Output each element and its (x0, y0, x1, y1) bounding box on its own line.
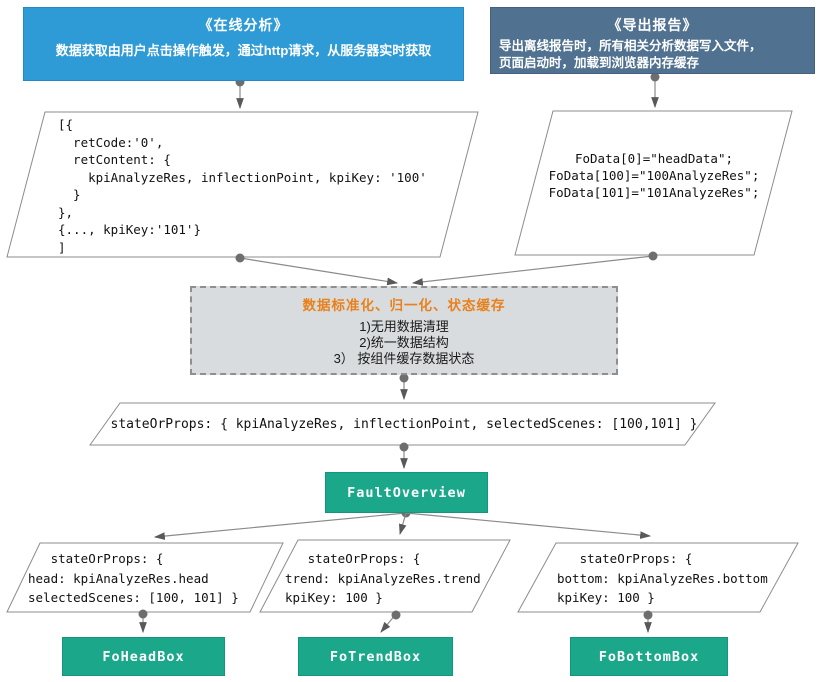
export-report-title: 《导出报告》 (607, 17, 698, 33)
connector-dot (399, 373, 409, 383)
connector-dot (650, 72, 660, 82)
online-response-code: [{ retCode:'0', retContent: { kpiAnalyze… (58, 117, 427, 255)
fault-overview-box: FaultOverview (325, 472, 488, 513)
arrow-normalize-to-state (399, 373, 409, 401)
arrow-headprops-to-foheadbox (138, 609, 148, 634)
fo-head-box: FoHeadBox (62, 637, 225, 676)
trend-props-code: stateOrProps: { trend: kpiAnalyzeRes.tre… (285, 551, 481, 605)
connector-dot (391, 610, 401, 620)
export-data-code: FoData[0]="headData"; FoData[100]="100An… (548, 151, 760, 200)
export-report-header-box: 《导出报告》 导出离线报告时，所有相关分析数据写入文件， 页面启动时，加载到浏览… (490, 7, 815, 74)
arrow-response-to-normalize (235, 253, 399, 286)
connector-dot (643, 610, 653, 620)
normalize-process-title: 数据标准化、归一化、状态缓存 (302, 298, 506, 313)
arrow-exportdata-to-normalize (411, 251, 658, 286)
normalize-process-items: 1)无用数据清理 2)统一数据结构 3） 按组件缓存数据状态 (192, 319, 616, 367)
online-response-parallelogram (6, 111, 479, 258)
arrow-state-to-faultoverview (399, 442, 409, 470)
arrow-faultoverview-to-trendprops (399, 512, 407, 536)
arrow-faultoverview-to-bottomprops (405, 512, 652, 539)
normalize-item-1: 1)无用数据清理 (359, 319, 449, 334)
state-props-parallelogram (89, 402, 716, 446)
online-analysis-header-box: 《在线分析》 数据获取由用户点击操作触发，通过http请求，从服务器实时获取 (23, 7, 464, 81)
head-props-parallelogram (6, 542, 284, 613)
normalize-item-3: 3） 按组件缓存数据状态 (333, 351, 475, 366)
fo-bottom-box: FoBottomBox (570, 637, 728, 676)
connector-dot (235, 253, 245, 263)
export-report-description-line2: 页面启动时，加载到浏览器内存缓存 (499, 56, 700, 70)
online-analysis-title: 《在线分析》 (198, 17, 289, 33)
online-analysis-description: 数据获取由用户点击操作触发，通过http请求，从服务器实时获取 (55, 43, 432, 58)
arrow-export-to-data (650, 72, 660, 109)
head-props-code: stateOrProps: { head: kpiAnalyzeRes.head… (28, 551, 239, 605)
fo-trend-box: FoTrendBox (298, 637, 453, 676)
export-data-parallelogram (514, 110, 793, 256)
arrow-trendprops-to-fotrendbox (380, 610, 401, 633)
bottom-props-parallelogram (517, 542, 799, 613)
arrow-bottomprops-to-fobottombox (643, 610, 653, 634)
bottom-props-code: stateOrProps: { bottom: kpiAnalyzeRes.bo… (557, 551, 768, 605)
trend-props-parallelogram (259, 539, 511, 613)
state-props-code: stateOrProps: { kpiAnalyzeRes, inflectio… (110, 417, 698, 432)
normalize-item-2: 2)统一数据结构 (359, 335, 449, 350)
normalize-process-box: 数据标准化、归一化、状态缓存 1)无用数据清理 2)统一数据结构 3） 按组件缓… (190, 286, 618, 375)
arrow-online-to-response (235, 77, 245, 110)
connector-dot (648, 251, 658, 261)
connector-dot (399, 442, 409, 452)
export-report-description-line1: 导出离线报告时，所有相关分析数据写入文件， (499, 39, 762, 53)
connector-dot (138, 609, 148, 619)
